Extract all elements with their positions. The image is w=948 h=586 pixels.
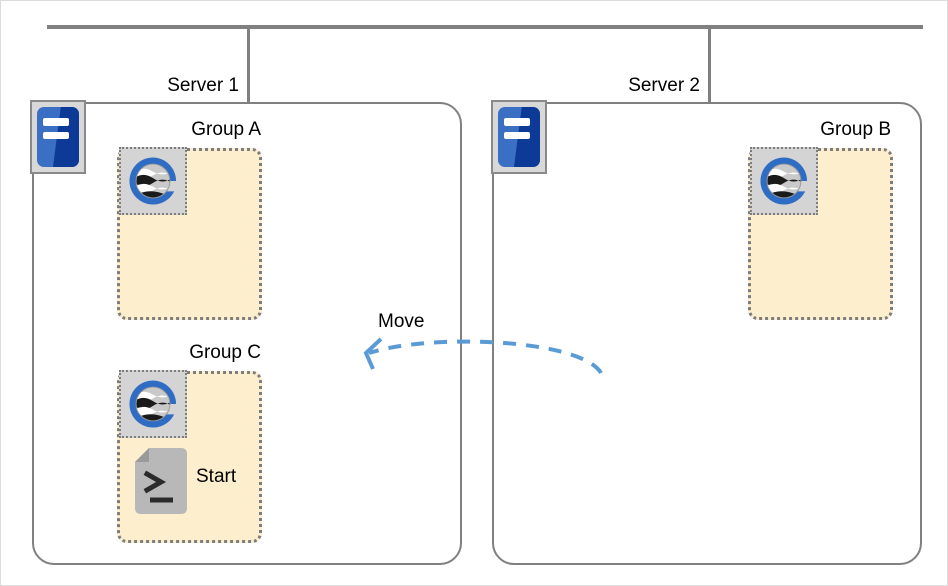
group-a-box[interactable] xyxy=(117,148,262,320)
server-2-drop-line xyxy=(708,25,711,104)
server-1-label: Server 1 xyxy=(167,75,239,96)
server-icon-body xyxy=(498,107,540,167)
server-1-drop-line xyxy=(247,25,250,104)
start-script-terminal-icon[interactable] xyxy=(135,448,187,514)
server-icon-bar-1 xyxy=(503,118,530,126)
start-script-label: Start xyxy=(196,466,237,487)
group-c-label: Group C xyxy=(189,342,261,363)
group-a-label: Group A xyxy=(191,119,261,140)
server-icon-bar-2 xyxy=(503,131,530,139)
server-1-icon xyxy=(30,100,86,174)
move-label: Move xyxy=(378,311,425,332)
bus-horizontal-line xyxy=(47,25,923,29)
group-b-label: Group B xyxy=(820,119,891,140)
group-b-instance-globe-icon[interactable] xyxy=(750,147,818,215)
server-icon-bar-1 xyxy=(42,118,69,126)
server-2-icon xyxy=(491,100,547,174)
server-icon-bar-2 xyxy=(42,131,69,139)
server-2-label: Server 2 xyxy=(628,75,700,96)
group-c-instance-globe-icon[interactable] xyxy=(119,370,187,438)
server-icon-body xyxy=(37,107,79,167)
move-arrow xyxy=(351,331,621,391)
group-a-instance-globe-icon[interactable] xyxy=(119,147,187,215)
